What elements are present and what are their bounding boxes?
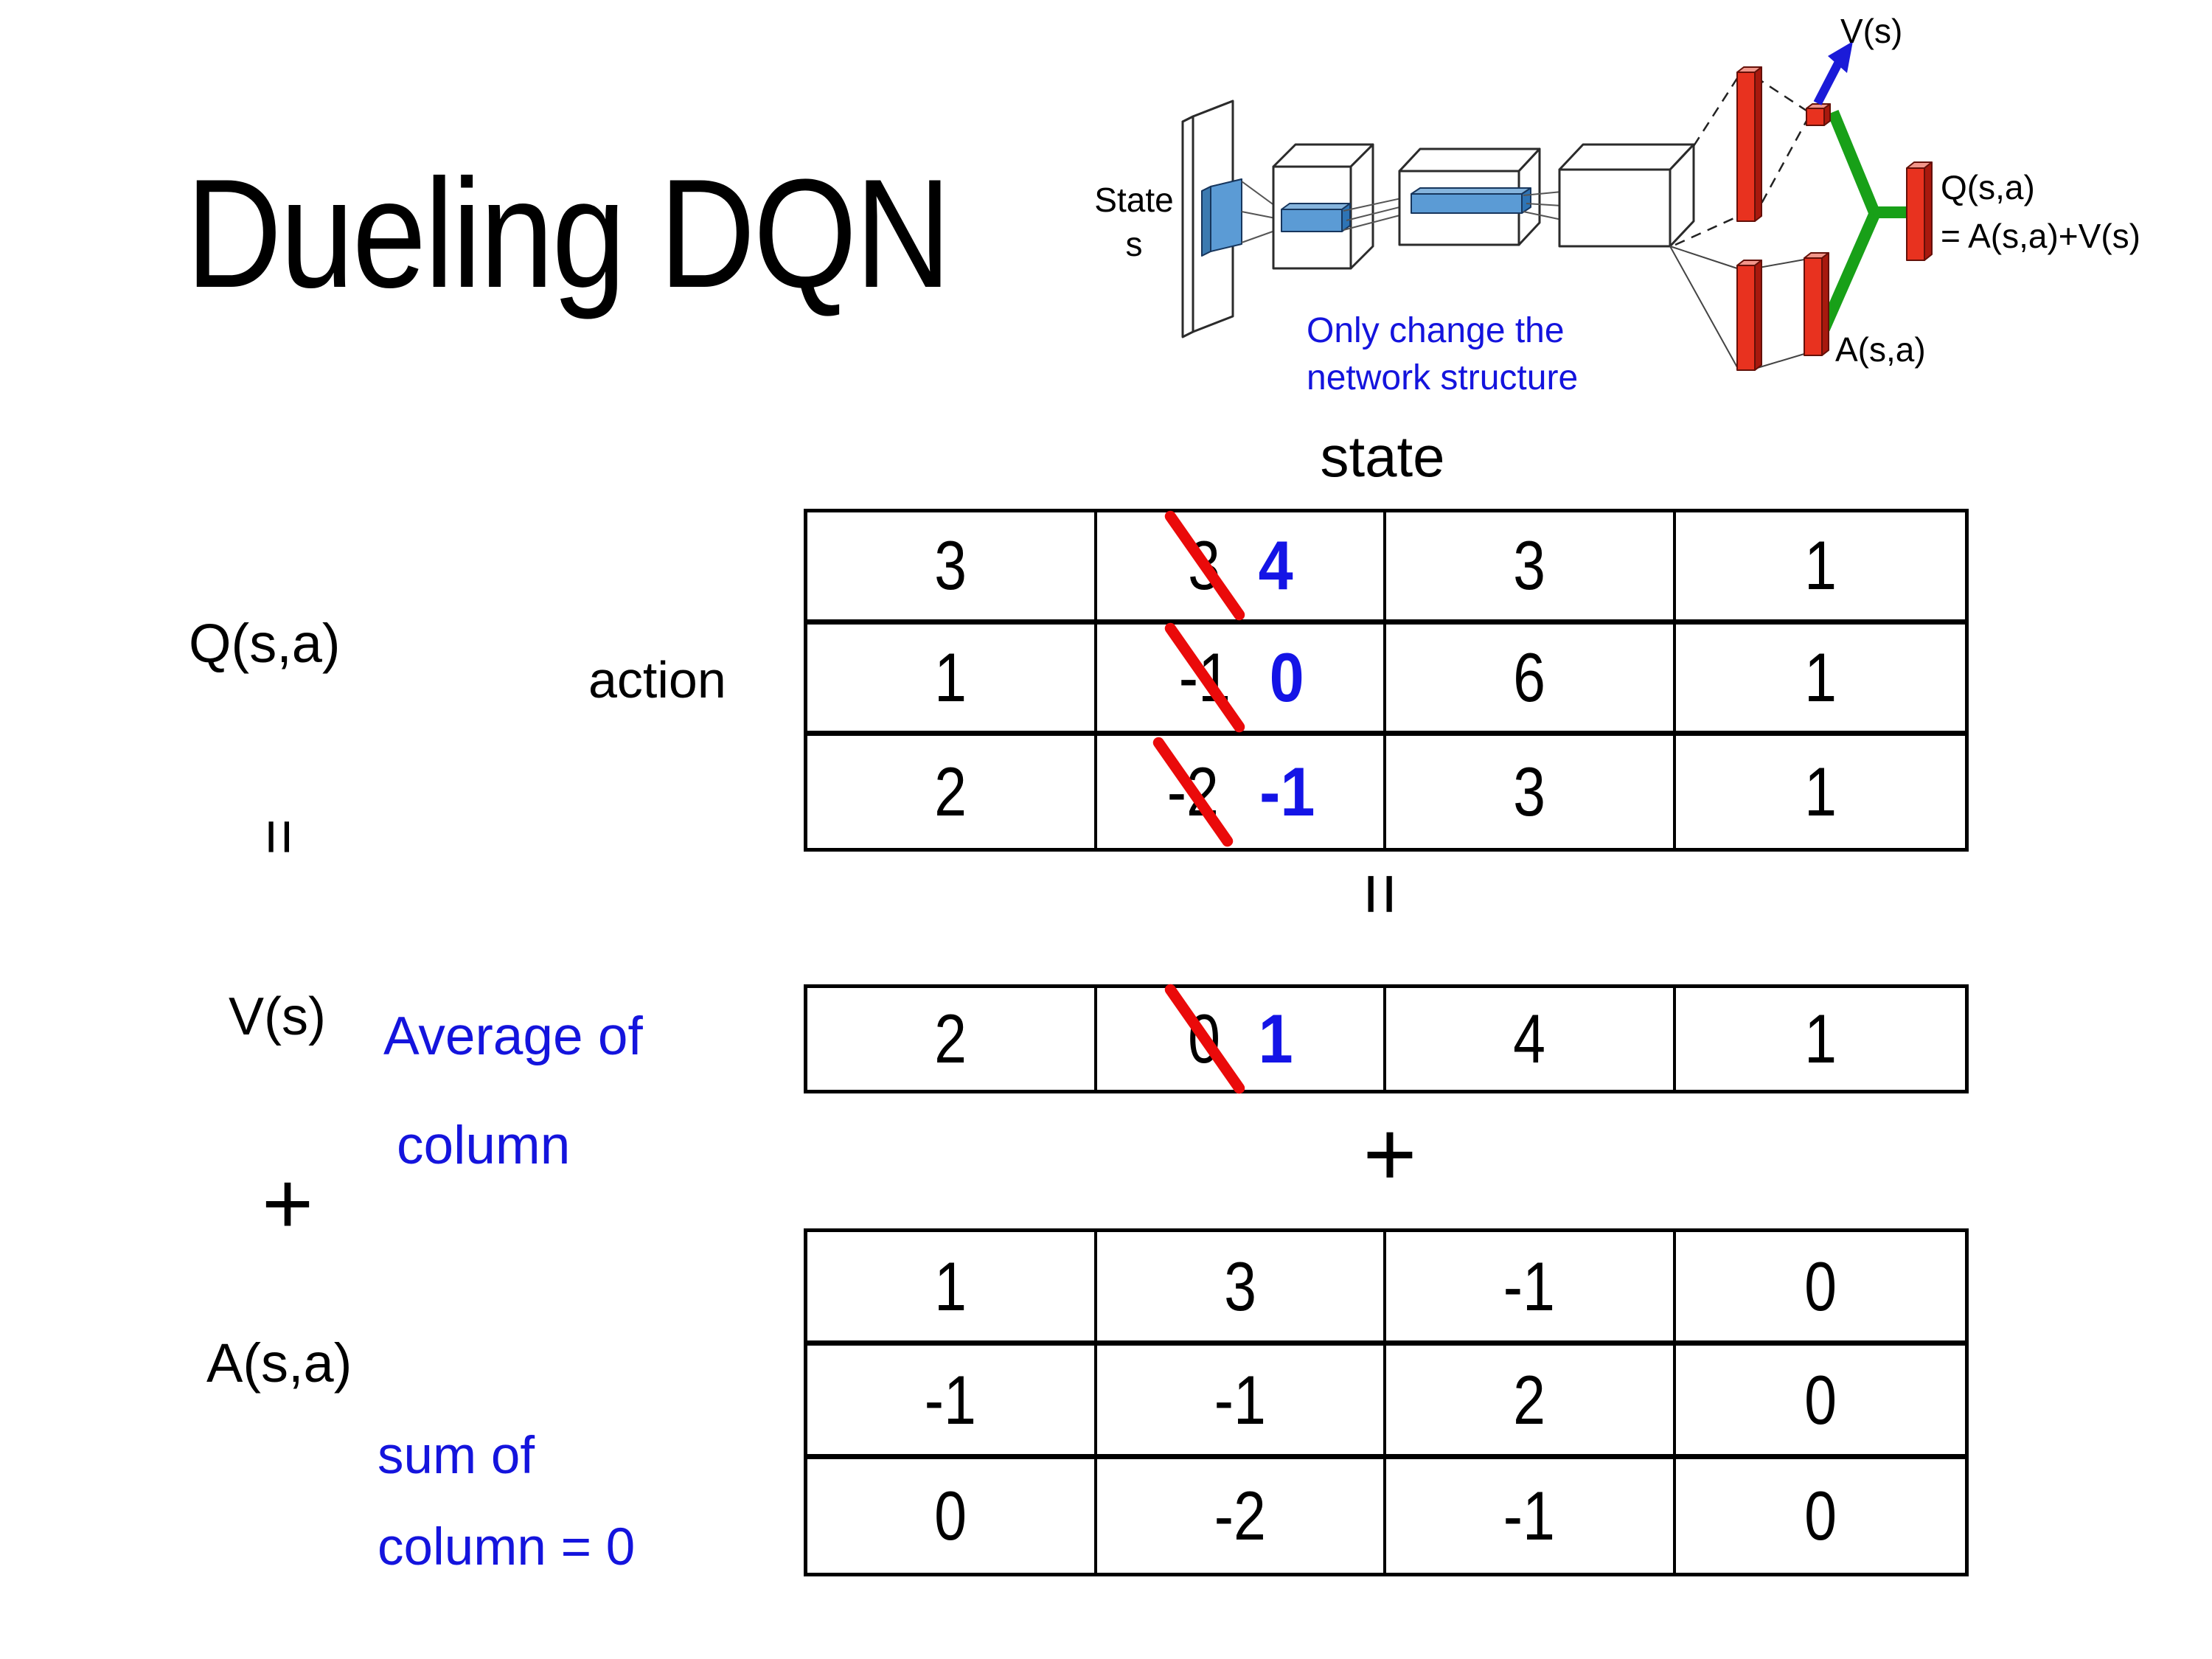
v-table: 2 0 1 4 1 — [804, 984, 1969, 1093]
sum-note-line2: column = 0 — [378, 1518, 636, 1576]
q-cell: -1 0 — [1096, 624, 1386, 737]
q-cell: -2 -1 — [1097, 736, 1386, 848]
advantage-bar — [1804, 252, 1829, 356]
fc-bar-a-branch — [1736, 260, 1762, 371]
a-cell: 1 — [807, 1232, 1097, 1346]
a-cell: -1 — [1386, 1232, 1676, 1346]
q-cell: 3 — [1386, 736, 1676, 848]
v-arrow — [1813, 41, 1853, 105]
fan-lines-3 — [1523, 191, 1562, 220]
a-cell: 0 — [807, 1459, 1097, 1573]
diagram-note-line2: network structure — [1307, 358, 1578, 397]
q-matrix-label: Q(s,a) — [189, 613, 341, 674]
q-cell: 1 — [1804, 753, 1837, 831]
a-cell: 3 — [1096, 1232, 1386, 1346]
diagram-state-label-line2: s — [1126, 225, 1143, 263]
diagram-v-label: V(s) — [1840, 12, 1902, 50]
q-cell: 3 — [807, 512, 1097, 625]
v-cell: 0 1 — [1097, 988, 1386, 1090]
a-table: 1 3 -1 0 -1 -1 2 0 0 -2 -1 0 — [804, 1228, 1969, 1576]
strikethrough-value: -2 — [1162, 752, 1224, 832]
v-cell: 2 — [807, 988, 1097, 1090]
diagram-q-label: Q(s,a) — [1941, 168, 2035, 206]
corrected-value: 0 — [1270, 638, 1305, 716]
fc-bar-v-branch — [1736, 66, 1762, 222]
q-cell: 6 — [1386, 624, 1676, 737]
a-cell: 0 — [1675, 1346, 1965, 1459]
plus-sign-left: + — [261, 1154, 314, 1253]
a-cell: -1 — [1096, 1346, 1386, 1459]
feature-bar-1 — [1281, 203, 1351, 232]
equals-sign-middle: = — [1340, 872, 1422, 916]
equals-sign-left: = — [243, 818, 314, 855]
q-cell: 2 — [807, 736, 1097, 848]
a-cell: -2 — [1097, 1459, 1386, 1573]
q-cell: 3 4 — [1096, 512, 1386, 625]
v-scalar-box — [1806, 103, 1831, 126]
v-cell: 1 — [1804, 1000, 1837, 1077]
q-cell: 3 — [1386, 512, 1676, 625]
plus-sign-middle: + — [1363, 1102, 1417, 1206]
diagram-q-equation: = A(s,a)+V(s) — [1941, 217, 2140, 255]
corrected-value: -1 — [1259, 753, 1315, 831]
state-axis-label: state — [1320, 424, 1445, 489]
merge-connector-green — [1818, 109, 1908, 332]
q-table: 3 3 4 3 1 1 -1 0 6 1 2 -2 -1 3 1 — [804, 509, 1969, 852]
corrected-value: 4 — [1258, 526, 1293, 605]
v-cell: 4 — [1386, 988, 1676, 1090]
q-cell: 1 — [807, 624, 1097, 737]
network-diagram: State s V(s) Q(s,a) = A(s,a)+V(s) A(s,a)… — [1094, 12, 2140, 397]
fc-box — [1558, 143, 1695, 248]
strikethrough-value: 0 — [1185, 999, 1223, 1079]
sum-note-line1: sum of — [378, 1427, 535, 1485]
q-cell: 1 — [1675, 625, 1965, 737]
a-cell: 2 — [1386, 1346, 1676, 1459]
action-axis-label: action — [588, 651, 726, 709]
solid-a-stream — [1669, 246, 1805, 369]
diagram-state-label-line1: State — [1094, 181, 1173, 219]
a-cell: 0 — [1804, 1477, 1837, 1554]
q-cell: 1 — [1675, 512, 1965, 625]
a-matrix-label: A(s,a) — [206, 1332, 352, 1394]
strikethrough-value: -1 — [1174, 638, 1236, 717]
diagram-a-label: A(s,a) — [1835, 330, 1926, 369]
conv-patch — [1201, 178, 1242, 257]
average-note-line2: column — [397, 1116, 571, 1175]
feature-bar-2 — [1411, 187, 1531, 214]
average-note-line1: Average of — [383, 1006, 643, 1066]
diagram-note-line1: Only change the — [1307, 311, 1565, 350]
page-title: Dueling DQN — [186, 147, 951, 320]
corrected-value: 1 — [1258, 1000, 1293, 1077]
a-cell: -1 — [1386, 1459, 1676, 1573]
v-matrix-label: V(s) — [229, 987, 326, 1046]
strikethrough-value: 3 — [1185, 526, 1223, 605]
a-cell: 0 — [1675, 1232, 1965, 1346]
q-output-bar — [1906, 161, 1933, 261]
a-cell: -1 — [807, 1346, 1097, 1459]
